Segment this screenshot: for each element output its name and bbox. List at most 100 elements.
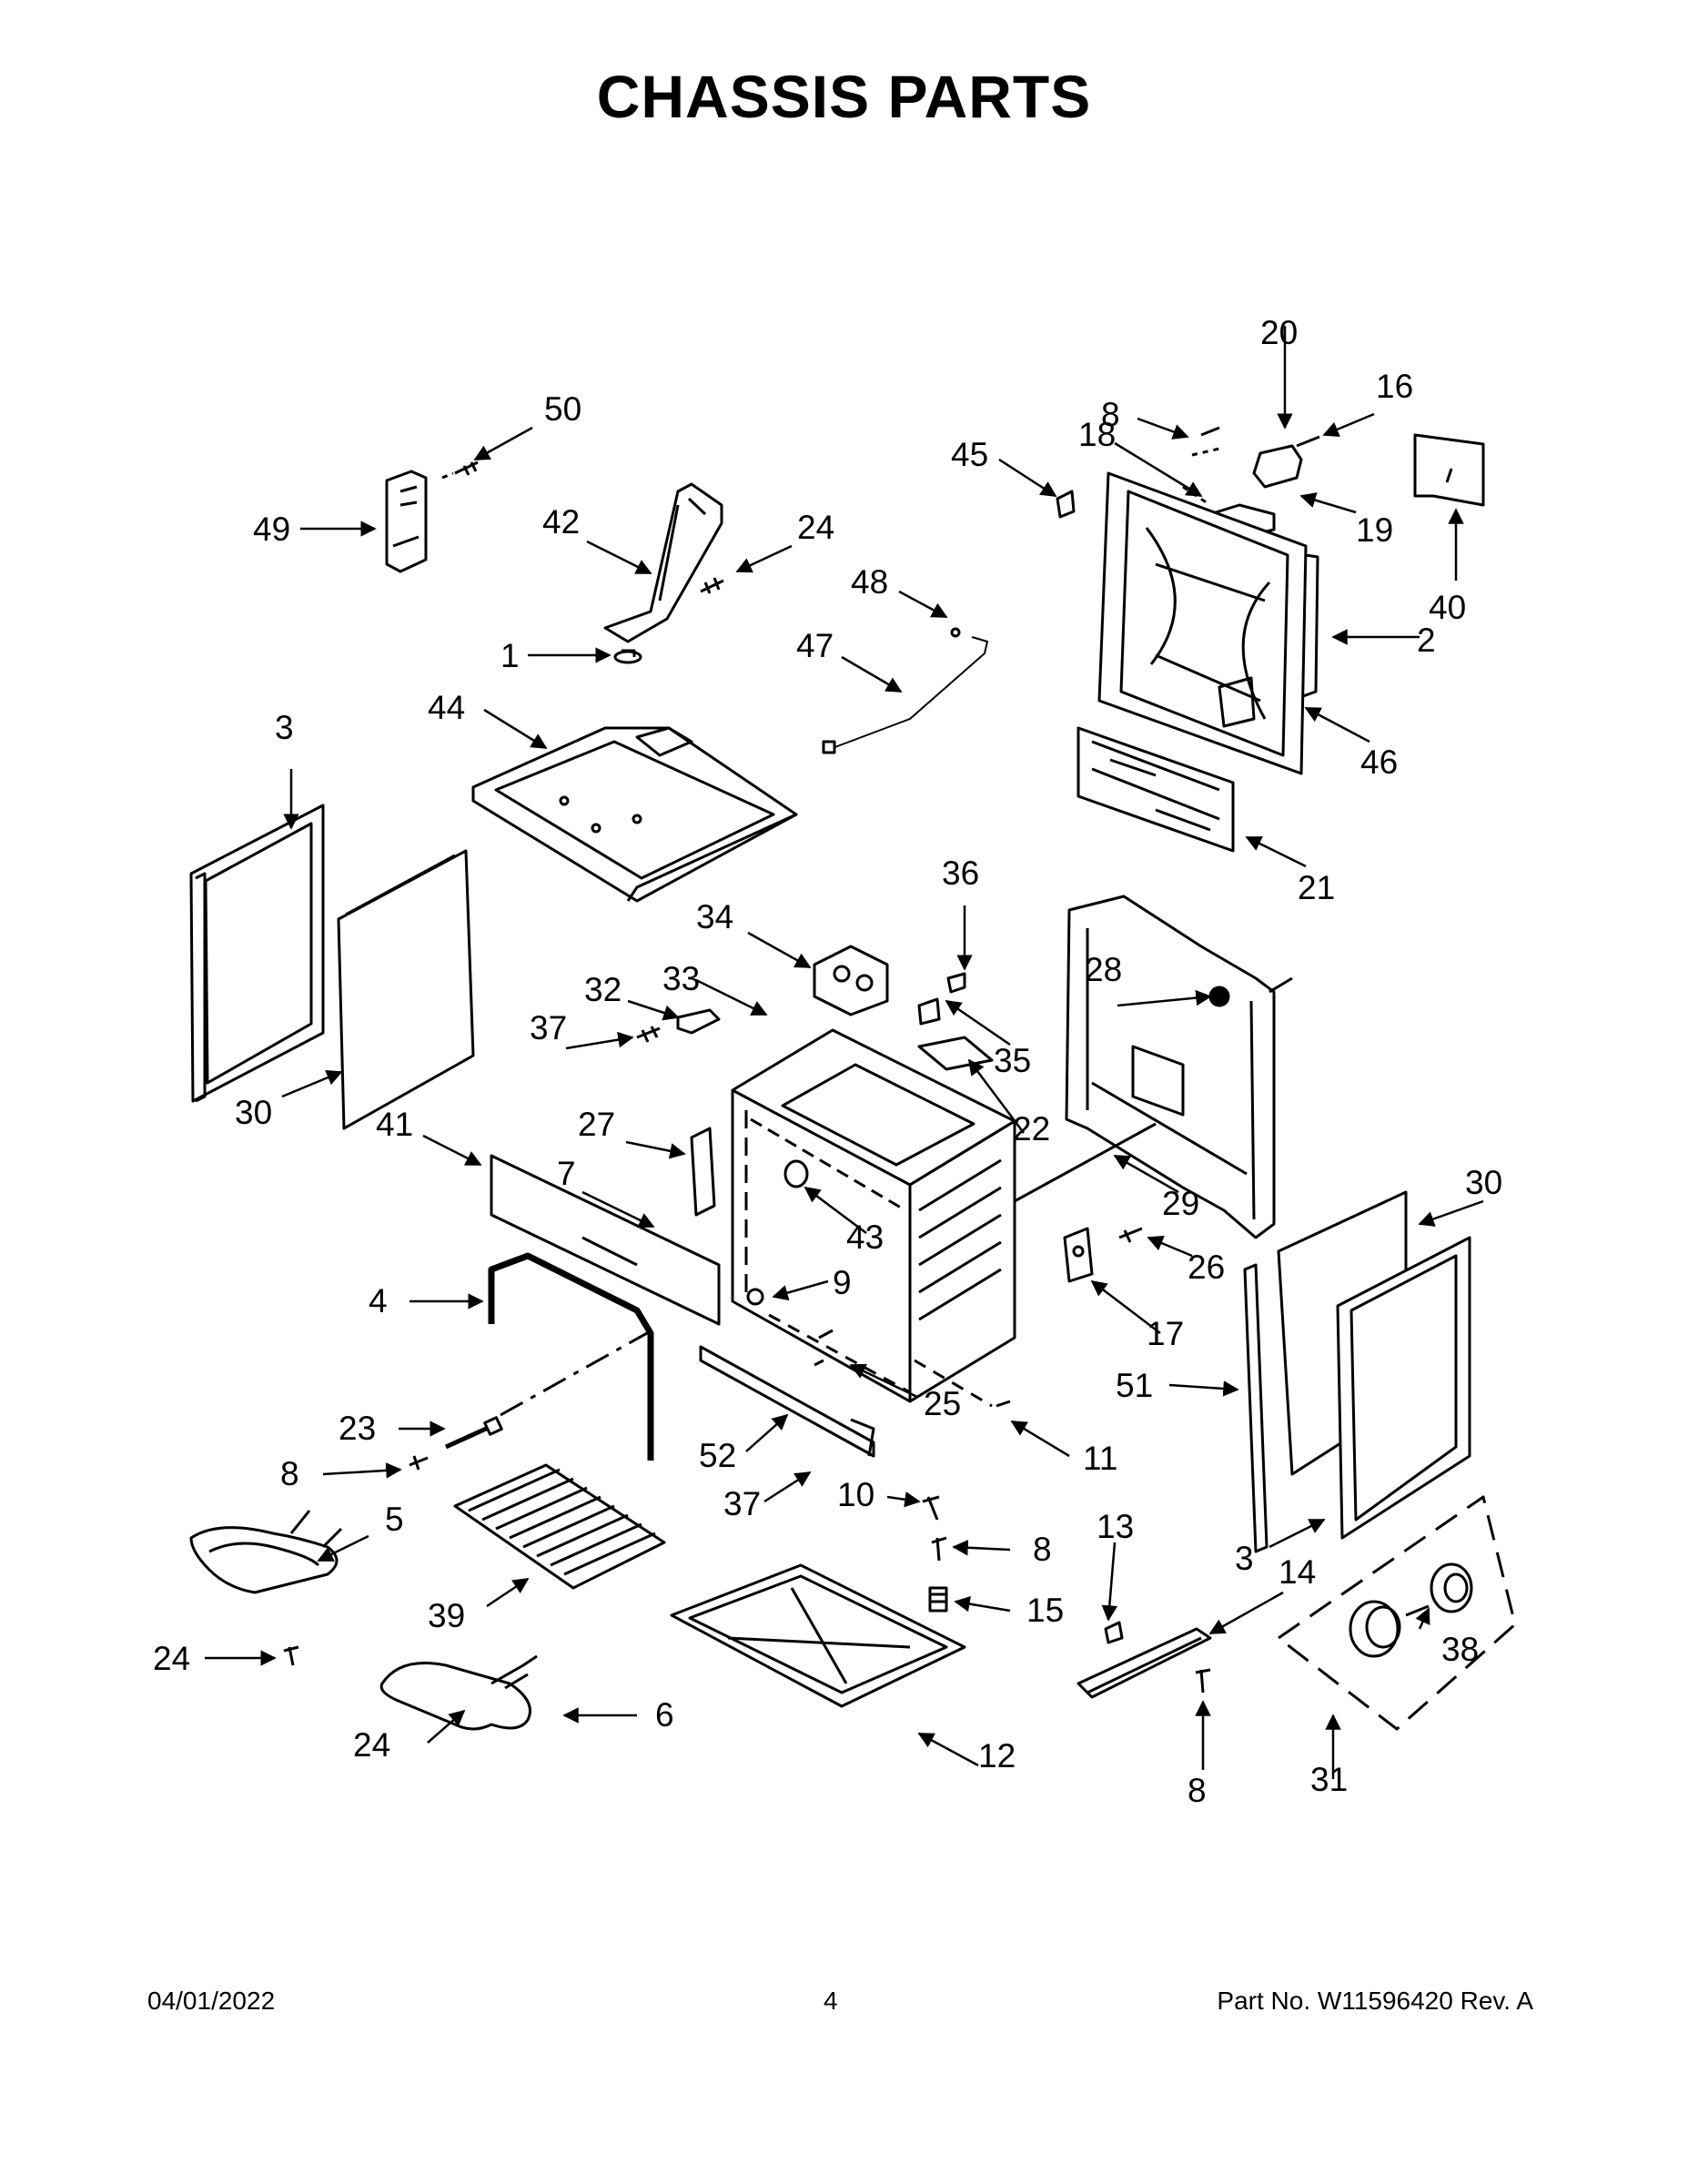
callout-21: 21 <box>1298 869 1335 906</box>
callout-5: 5 <box>385 1501 404 1538</box>
guide-line-23 <box>500 1327 656 1417</box>
leader-26 <box>1147 1235 1193 1258</box>
part-14-drawer-rail <box>1076 1627 1212 1699</box>
part-31-knob-kit <box>1277 1495 1517 1731</box>
callout-28: 28 <box>1085 951 1122 988</box>
part-52-front-rail <box>699 1345 875 1458</box>
callout-6: 6 <box>655 1696 674 1734</box>
callout-46: 46 <box>1360 743 1398 781</box>
leader-47 <box>841 655 903 693</box>
part-42-strap <box>603 482 723 643</box>
footer-date: 04/01/2022 <box>147 1987 276 2015</box>
callout-24-left: 24 <box>153 1640 190 1677</box>
leader-18 <box>1114 441 1203 498</box>
callout-8-left: 8 <box>280 1455 299 1492</box>
callout-31: 31 <box>1310 1761 1348 1798</box>
leader-50 <box>473 426 533 461</box>
leader-24-top <box>735 544 793 573</box>
footer-part-number: Part No. W11596420 Rev. A <box>1217 1987 1533 2015</box>
leader-27 <box>625 1140 686 1159</box>
part-6-bake-element <box>379 1654 538 1731</box>
leader-12 <box>917 1732 979 1767</box>
callout-37: 37 <box>530 1009 567 1046</box>
part-34-control-block <box>813 945 889 1016</box>
callout-39: 39 <box>428 1597 465 1634</box>
leader-24-lower <box>427 1709 466 1744</box>
leader-13 <box>1101 1542 1118 1622</box>
callout-25: 25 <box>924 1385 961 1422</box>
callout-12: 12 <box>978 1737 1016 1774</box>
callout-35: 35 <box>994 1042 1031 1079</box>
part-45-clip <box>1056 490 1076 519</box>
part-27-hinge-receiver <box>690 1127 716 1217</box>
callout-14: 14 <box>1279 1553 1316 1591</box>
part-17-bracket <box>1063 1227 1094 1283</box>
callout-33: 33 <box>662 960 700 997</box>
leader-46 <box>1304 706 1370 743</box>
callout-52: 52 <box>699 1437 736 1474</box>
leader-37-upper <box>565 1031 634 1050</box>
callout-40: 40 <box>1429 589 1466 626</box>
part-3-right-side-panel <box>1336 1236 1471 1540</box>
callout-19: 19 <box>1356 511 1393 549</box>
callout-43: 43 <box>846 1218 884 1256</box>
part-40-plate <box>1413 433 1485 507</box>
callout-4: 4 <box>369 1282 388 1320</box>
leader-33 <box>695 978 768 1016</box>
part-28-rear-frame <box>1065 895 1293 1239</box>
leader-16 <box>1322 412 1375 437</box>
leader-37-lower <box>763 1471 812 1503</box>
leader-21 <box>1245 835 1307 868</box>
leader-34 <box>747 931 812 969</box>
part-8-screw-bottom <box>1195 1668 1211 1694</box>
leader-10 <box>886 1491 921 1508</box>
part-10-screw <box>922 1495 940 1521</box>
callout-32: 32 <box>584 971 622 1008</box>
part-35-36-clip <box>917 972 966 1026</box>
callout-11: 11 <box>1083 1440 1117 1477</box>
callout-24: 24 <box>797 509 834 546</box>
callout-41: 41 <box>376 1106 413 1143</box>
leader-15 <box>954 1595 1011 1613</box>
leader-8-left <box>322 1462 402 1479</box>
callout-18: 18 <box>1078 416 1116 453</box>
leader-8-center <box>952 1540 1011 1556</box>
callout-8-bottom: 8 <box>1188 1772 1207 1809</box>
callout-20: 20 <box>1260 314 1298 351</box>
part-44-top-pan <box>471 726 798 903</box>
part-30-left-insulation <box>337 849 475 1130</box>
callout-26: 26 <box>1188 1249 1225 1286</box>
part-23-pin <box>444 1416 503 1450</box>
part-37-screw-upper <box>636 1026 661 1043</box>
callout-47: 47 <box>796 627 834 664</box>
callout-37-lower: 37 <box>723 1485 761 1522</box>
part-47-48-wire <box>822 627 988 754</box>
leader-9 <box>772 1279 829 1301</box>
part-8-screw-center <box>931 1536 947 1562</box>
leader-32 <box>627 999 680 1021</box>
leader-39 <box>486 1577 530 1608</box>
callout-30: 30 <box>235 1094 272 1131</box>
part-15-spring <box>928 1586 948 1613</box>
callout-17: 17 <box>1147 1315 1184 1352</box>
leader-48 <box>898 590 948 619</box>
part-25-screws <box>768 1313 911 1394</box>
leader-41 <box>422 1134 482 1167</box>
callout-48: 48 <box>851 563 888 601</box>
part-4-door-gasket <box>488 1252 654 1461</box>
part-8-screw-left <box>409 1455 429 1471</box>
callout-42: 42 <box>542 503 580 541</box>
leader-7 <box>581 1190 655 1228</box>
callout-23: 23 <box>339 1410 376 1447</box>
callout-13: 13 <box>1097 1508 1134 1545</box>
part-26-screw <box>1118 1227 1143 1243</box>
callout-50: 50 <box>544 390 581 428</box>
callout-44: 44 <box>428 689 465 726</box>
part-41-front-panel <box>490 1154 721 1326</box>
leader-52 <box>745 1413 789 1452</box>
part-11-screw <box>914 1359 1011 1408</box>
leader-14 <box>1208 1591 1284 1635</box>
leader-3-right <box>1269 1518 1326 1549</box>
part-2-rear-panel <box>1097 471 1319 775</box>
callout-36: 36 <box>942 854 979 892</box>
